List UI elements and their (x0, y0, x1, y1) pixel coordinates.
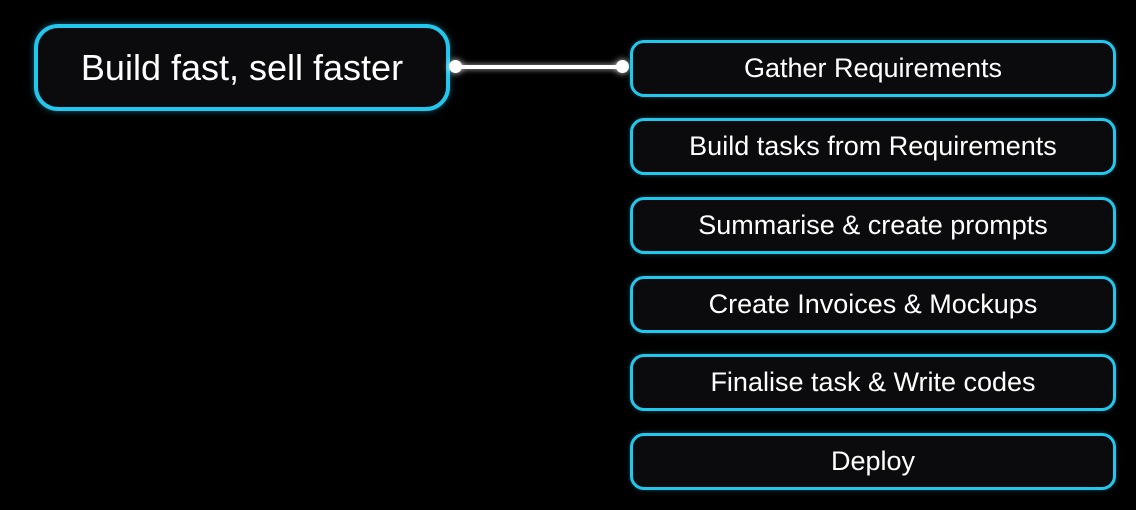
connector-dot-left (449, 60, 462, 73)
child-node-label: Finalise task & Write codes (710, 367, 1036, 397)
child-node-label: Create Invoices & Mockups (708, 289, 1038, 319)
child-node-label: Build tasks from Requirements (689, 131, 1057, 161)
connector-dot-right (616, 60, 629, 73)
child-node-label: Deploy (830, 446, 916, 476)
child-node-deploy[interactable]: Deploy (630, 433, 1116, 490)
child-node-label: Summarise & create prompts (698, 210, 1048, 240)
child-node-summarise-prompts[interactable]: Summarise & create prompts (630, 197, 1116, 254)
connector-line (455, 65, 624, 69)
child-node-label: Gather Requirements (743, 53, 1003, 83)
child-node-create-invoices-mockups[interactable]: Create Invoices & Mockups (630, 276, 1116, 333)
root-node-label: Build fast, sell faster (80, 46, 404, 88)
child-node-finalise-write-codes[interactable]: Finalise task & Write codes (630, 354, 1116, 411)
root-node[interactable]: Build fast, sell faster (34, 24, 450, 111)
child-node-gather-requirements[interactable]: Gather Requirements (630, 40, 1116, 97)
child-node-build-tasks[interactable]: Build tasks from Requirements (630, 118, 1116, 175)
